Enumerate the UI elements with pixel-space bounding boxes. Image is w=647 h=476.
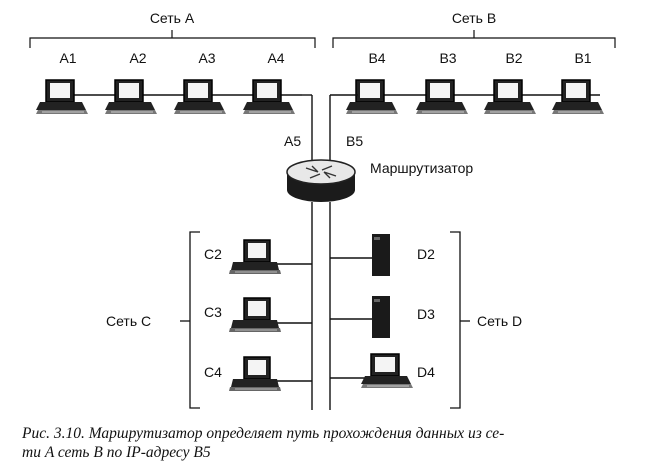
port-a5-label: A5 <box>284 133 301 149</box>
host-b2-label: B2 <box>505 50 522 66</box>
server-d2-icon <box>372 234 390 276</box>
host-b3-label: B3 <box>439 50 456 66</box>
computer-c2-icon <box>228 239 282 275</box>
host-a1-label: A1 <box>59 50 76 66</box>
computer-c3-icon <box>228 297 282 333</box>
network-c-brace <box>189 231 200 409</box>
computer-c4-icon <box>228 356 282 392</box>
caption-line-2: ти A сеть B по IP-адресу B5 <box>22 444 211 461</box>
host-d4-label: D4 <box>417 364 435 380</box>
router-icon <box>286 159 356 202</box>
host-a4-label: A4 <box>267 50 284 66</box>
host-b4-label: B4 <box>368 50 385 66</box>
computer-a1-icon <box>35 79 89 115</box>
computer-b2-icon <box>483 79 537 115</box>
router-label: Маршрутизатор <box>370 160 473 176</box>
host-c3-label: C3 <box>204 304 222 320</box>
network-a-brace <box>29 37 316 48</box>
host-c4-label: C4 <box>204 364 222 380</box>
server-d3-icon <box>372 296 390 338</box>
network-d-label: Сеть D <box>477 313 522 329</box>
network-b-brace <box>332 37 616 48</box>
host-b1-label: B1 <box>574 50 591 66</box>
computer-b3-icon <box>415 79 469 115</box>
computer-a4-icon <box>242 79 296 115</box>
host-c2-label: C2 <box>204 246 222 262</box>
network-c-label: Сеть С <box>106 313 151 329</box>
host-a3-label: A3 <box>198 50 215 66</box>
host-d3-label: D3 <box>417 306 435 322</box>
figure-caption: Рис. 3.10. Маршрутизатор определяет путь… <box>22 424 622 462</box>
host-a2-label: A2 <box>129 50 146 66</box>
computer-b4-icon <box>345 79 399 115</box>
computer-a2-icon <box>104 79 158 115</box>
caption-line-1: Рис. 3.10. Маршрутизатор определяет путь… <box>22 425 505 442</box>
computer-b1-icon <box>551 79 605 115</box>
computer-a3-icon <box>173 79 227 115</box>
network-b-label: Сеть В <box>452 10 496 26</box>
port-b5-label: B5 <box>346 133 363 149</box>
computer-d4-icon <box>360 353 414 389</box>
host-d2-label: D2 <box>417 246 435 262</box>
network-a-label: Сеть А <box>150 10 195 26</box>
network-d-brace <box>450 231 461 409</box>
